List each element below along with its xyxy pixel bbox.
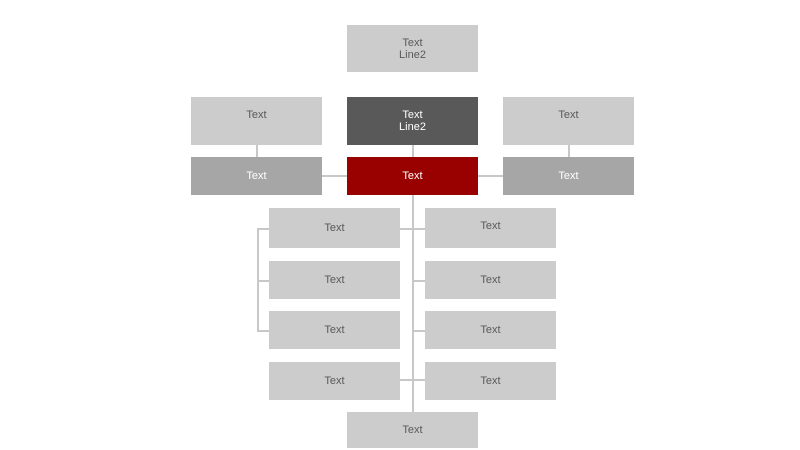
connector-left-bracket-bottom — [257, 330, 269, 332]
left-column-label: Text — [324, 324, 345, 336]
left-column-node[interactable]: Text — [269, 261, 400, 299]
connector-left-bracket-mid — [257, 280, 269, 282]
left-column-node[interactable]: Text — [269, 208, 400, 248]
top-node-line2: Line2 — [399, 48, 426, 61]
row2-center-line2: Line2 — [399, 121, 426, 133]
right-column-node[interactable]: Text — [425, 261, 556, 299]
row2-center-node[interactable]: Text Line2 — [347, 97, 478, 145]
connector-right-row2-row3 — [568, 145, 570, 157]
row2-right-node[interactable]: Text — [503, 97, 634, 145]
top-node[interactable]: Text Line2 — [347, 25, 478, 72]
connector-left-row2-row3 — [256, 145, 258, 157]
row2-left-label: Text — [246, 109, 267, 121]
connector-left-bracket-top — [257, 228, 269, 230]
right-column-label: Text — [480, 375, 501, 387]
connector-row3-right — [478, 175, 503, 177]
row3-center-node[interactable]: Text — [347, 157, 478, 195]
top-node-line1: Text — [402, 36, 423, 49]
right-column-node[interactable]: Text — [425, 208, 556, 248]
row2-center-line1: Text — [402, 109, 423, 121]
right-column-node[interactable]: Text — [425, 311, 556, 349]
connector-branch-row4 — [400, 379, 425, 381]
right-column-label: Text — [480, 274, 501, 286]
connector-branch-row2-right — [413, 280, 425, 282]
left-column-node[interactable]: Text — [269, 311, 400, 349]
row2-left-node[interactable]: Text — [191, 97, 322, 145]
left-column-node[interactable]: Text — [269, 362, 400, 400]
row2-right-label: Text — [558, 109, 579, 121]
left-column-label: Text — [324, 274, 345, 286]
row3-center-label: Text — [402, 170, 423, 182]
row3-left-label: Text — [246, 170, 267, 182]
left-column-label: Text — [324, 222, 345, 234]
row3-right-node[interactable]: Text — [503, 157, 634, 195]
connector-left-bracket — [257, 228, 259, 331]
connector-branch-row3-right — [413, 330, 425, 332]
right-column-label: Text — [480, 324, 501, 336]
row3-left-node[interactable]: Text — [191, 157, 322, 195]
bottom-node-label: Text — [402, 424, 423, 436]
connector-row3-left — [322, 175, 347, 177]
left-column-label: Text — [324, 375, 345, 387]
connector-branch-row1 — [400, 228, 425, 230]
row3-right-label: Text — [558, 170, 579, 182]
right-column-label: Text — [480, 220, 501, 232]
bottom-node[interactable]: Text — [347, 412, 478, 448]
right-column-node[interactable]: Text — [425, 362, 556, 400]
connector-spine — [412, 145, 414, 412]
